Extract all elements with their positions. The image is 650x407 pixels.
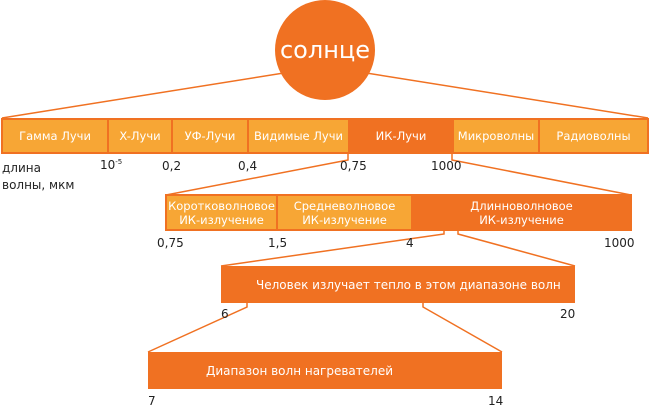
- axis-title-line: длина: [2, 161, 41, 175]
- tick-xray: 10-5: [100, 158, 122, 172]
- segment-visible: Видимые Лучи: [249, 120, 350, 152]
- line: ИК-излучение: [302, 212, 387, 227]
- human-range-bar: Человек излучает тепло в этом диапазоне …: [221, 266, 575, 303]
- connector: [457, 230, 576, 267]
- heater-range-bar: Диапазон волн нагревателей: [148, 352, 502, 389]
- human-min: 6: [221, 307, 229, 321]
- axis-title-line: волны, мкм: [2, 178, 75, 192]
- segment-ir: ИК-Лучи: [350, 120, 454, 152]
- human-max: 20: [560, 307, 576, 321]
- ir-tick: 0,75: [157, 236, 184, 250]
- ir-tick: 1000: [604, 236, 635, 250]
- connector: [422, 302, 503, 353]
- tick-ir: 0,75: [340, 159, 367, 173]
- segment-xray: X-Лучи: [109, 120, 173, 152]
- connector: [1, 71, 291, 119]
- tick-visible: 0,4: [238, 159, 258, 173]
- connector: [359, 71, 649, 119]
- spectrum-bar: Гамма Лучи X-Лучи УФ-Лучи Видимые Лучи И…: [1, 118, 649, 154]
- connector: [147, 302, 248, 353]
- heater-min: 7: [148, 394, 156, 407]
- ir-tick: 1,5: [268, 236, 288, 250]
- segment-radio: Радиоволны: [540, 120, 647, 152]
- segment-uv: УФ-Лучи: [173, 120, 249, 152]
- axis-title: длина волны, мкм: [2, 160, 74, 194]
- tick-uv: 0,2: [162, 159, 182, 173]
- line: ИК-излучение: [479, 212, 564, 227]
- line: Коротковолновое: [168, 198, 275, 213]
- tick-exp: -5: [115, 158, 123, 166]
- line: Длинноволновое: [470, 198, 573, 213]
- ir-tick: 4: [406, 236, 414, 250]
- line: ИК-излучение: [179, 212, 264, 227]
- connector: [220, 230, 445, 267]
- connector: [165, 153, 349, 196]
- line: Средневолновое: [293, 198, 396, 213]
- tick-base: 10: [100, 158, 116, 172]
- sun-circle: солнце: [275, 0, 375, 100]
- heater-max: 14: [488, 394, 504, 407]
- connector: [451, 153, 632, 196]
- segment-gamma: Гамма Лучи: [3, 120, 109, 152]
- tick-micro: 1000: [431, 159, 462, 173]
- segment-microwave: Микроволны: [454, 120, 540, 152]
